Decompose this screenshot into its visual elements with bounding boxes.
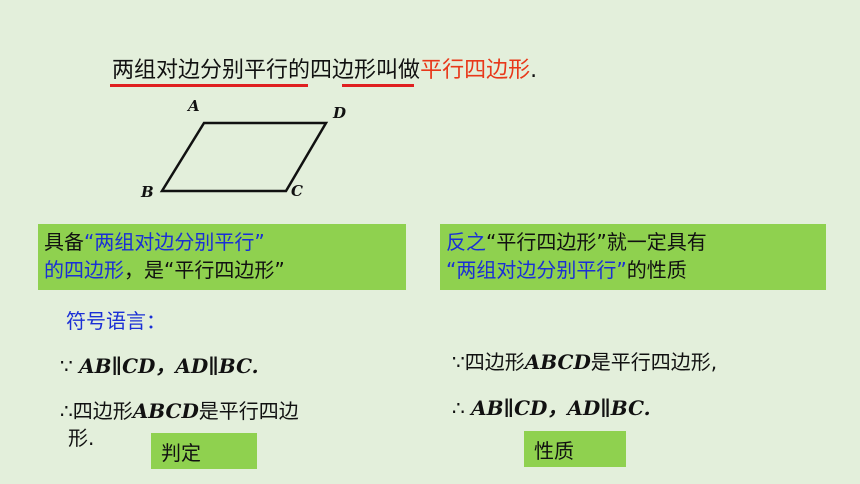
definition-part-de: 的 — [288, 58, 311, 83]
vertex-label-a: A — [188, 97, 200, 115]
right-box-line-2: “两组对边分别平行”的性质 — [446, 256, 820, 284]
right-box-suffix-1: “平行四边形”就一定具有 — [486, 230, 707, 254]
right-therefore-expression: AB∥CD，AD∥BC. — [471, 396, 651, 420]
definition-part-parallel-sides: 两组对边分别平行 — [112, 58, 289, 83]
therefore-symbol-right: ∴ — [452, 396, 465, 420]
right-therefore-line: ∴ AB∥CD，AD∥BC. — [452, 392, 651, 421]
vertex-label-b: B — [141, 183, 154, 201]
vertex-label-c: C — [291, 182, 303, 200]
underline-parallel-sides — [110, 84, 308, 87]
right-because-name: ABCD — [524, 350, 591, 374]
vertex-label-d: D — [333, 104, 347, 122]
left-therefore-name: ABCD — [132, 399, 199, 423]
right-box-line-1: 反之“平行四边形”就一定具有 — [446, 228, 820, 256]
left-because-expression: AB∥CD，AD∥BC. — [79, 354, 259, 378]
parallelogram-shape — [159, 121, 329, 193]
symbol-language-label: 符号语言： — [66, 309, 166, 333]
definition-period: . — [530, 58, 538, 83]
left-because-line: ∵ AB∥CD，AD∥BC. — [60, 350, 259, 379]
right-because-line: ∵四边形ABCD是平行四边形, — [452, 346, 717, 375]
because-symbol: ∵ — [60, 354, 73, 378]
property-tag: 性质 — [524, 431, 626, 467]
left-therefore-suffix: 是平行四边 — [198, 399, 299, 423]
right-condition-box: 反之“平行四边形”就一定具有 “两组对边分别平行”的性质 — [440, 224, 826, 290]
parallelogram-figure — [159, 121, 329, 193]
definition-part-quadrilateral: 四边形 — [310, 58, 377, 83]
left-box-quote-1: “两组对边分别平行” — [84, 230, 265, 254]
right-box-suffix-2: 的性质 — [626, 258, 687, 282]
judgement-tag: 判定 — [151, 433, 257, 469]
left-box-suffix: ，是“平行四边形” — [124, 258, 285, 282]
right-because-suffix: 是平行四边形, — [590, 350, 718, 374]
left-therefore-wrap: 形. — [68, 426, 95, 450]
right-box-prefix: 反之 — [446, 230, 486, 254]
left-condition-box: 具备“两组对边分别平行” 的四边形，是“平行四边形” — [38, 224, 406, 290]
definition-part-called: 叫做 — [376, 58, 421, 83]
left-box-quote-2: 的四边形 — [44, 258, 124, 282]
left-box-line-2: 的四边形，是“平行四边形” — [44, 256, 400, 284]
left-therefore-line: ∴四边形ABCD是平行四边 — [60, 395, 299, 424]
underline-quadrilateral — [342, 84, 414, 87]
right-because-prefix: 四边形 — [464, 350, 525, 374]
definition-text: 两组对边分别平行的四边形叫做平行四边形. — [112, 52, 537, 84]
therefore-symbol: ∴ — [60, 399, 73, 423]
left-box-line-1: 具备“两组对边分别平行” — [44, 228, 400, 256]
definition-term-parallelogram: 平行四边形 — [420, 58, 531, 83]
left-therefore-prefix: 四边形 — [72, 399, 133, 423]
because-symbol-right: ∵ — [452, 350, 465, 374]
right-box-quote: “两组对边分别平行” — [446, 258, 627, 282]
left-box-prefix: 具备 — [44, 230, 84, 254]
